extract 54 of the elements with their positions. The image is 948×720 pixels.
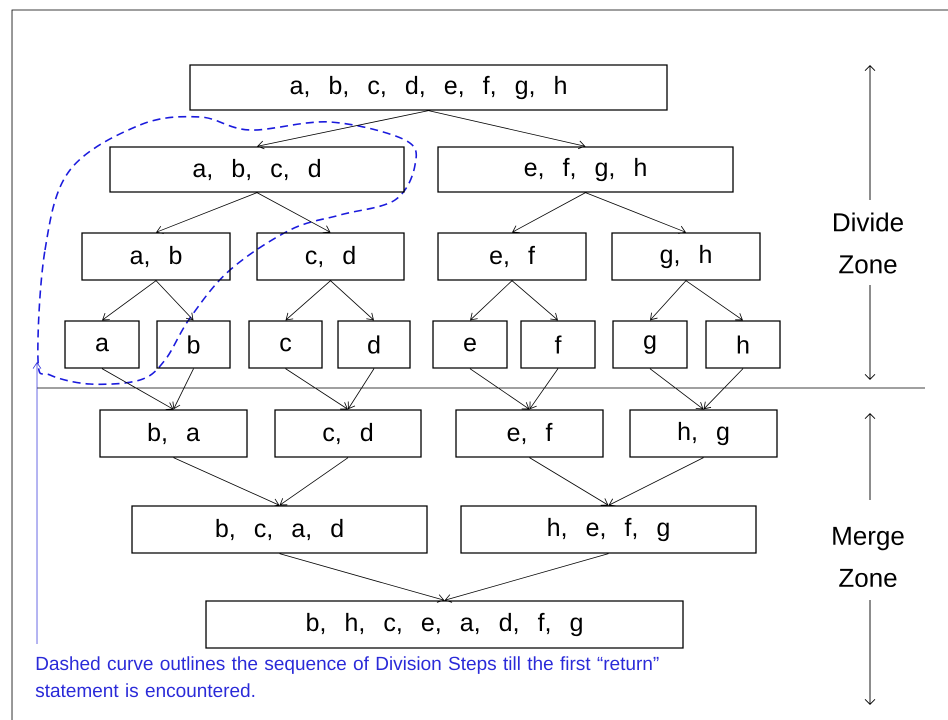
arrow <box>650 280 686 320</box>
arrow <box>470 368 530 410</box>
arrow <box>428 110 586 150</box>
zone-label: Divide Zone <box>821 210 915 276</box>
arrow <box>444 553 609 603</box>
arrow <box>348 368 374 410</box>
process-box: c, d <box>274 409 422 458</box>
process-box: a, b, c, d, e, f, g, h <box>189 64 668 111</box>
arrow <box>286 280 331 320</box>
arrow <box>470 280 512 320</box>
arrow <box>530 368 558 410</box>
process-box: a, b, c, d <box>109 146 405 193</box>
arrow <box>285 368 348 410</box>
process-box: g <box>612 320 688 369</box>
arrow <box>529 457 608 506</box>
zone-label: Merge Zone <box>821 524 915 590</box>
process-box: e <box>432 320 508 369</box>
process-box: a, b <box>81 232 231 281</box>
arrow <box>512 192 586 234</box>
process-box: e, f <box>455 409 604 458</box>
note-text: Dashed curve outlines the sequence of Division Steps till the first “return” statement is encountered. <box>36 656 659 698</box>
arrow <box>512 280 558 320</box>
arrow <box>156 192 258 234</box>
process-box: e, f, g, h <box>437 146 734 193</box>
arrow <box>704 368 744 410</box>
process-box: h <box>705 320 781 369</box>
process-box: e, f <box>437 232 587 281</box>
process-box: d <box>337 320 411 369</box>
arrow <box>256 192 330 234</box>
process-box: b, a <box>99 409 248 458</box>
arrow <box>686 280 743 320</box>
arrow <box>585 192 686 234</box>
arrow <box>608 457 704 506</box>
arrow <box>102 280 156 320</box>
arrow <box>32 362 42 644</box>
process-box: b, h, c, e, a, d, f, g <box>205 600 684 649</box>
arrow <box>279 553 444 603</box>
process-box: g, h <box>611 232 761 281</box>
process-box: f <box>520 320 596 369</box>
process-box: b, c, a, d <box>131 505 428 554</box>
arrow <box>280 457 348 506</box>
process-box: a <box>64 320 140 369</box>
arrow <box>257 110 429 150</box>
process-box: c <box>248 320 323 369</box>
process-box: h, g <box>629 409 778 458</box>
arrow <box>102 368 174 410</box>
arrow <box>156 280 194 320</box>
arrow <box>173 457 280 507</box>
process-box: b <box>156 320 231 369</box>
arrow <box>650 368 704 410</box>
process-box: h, e, f, g <box>460 505 757 554</box>
arrow <box>330 280 374 320</box>
arrow <box>172 368 194 410</box>
process-box: c, d <box>256 232 405 281</box>
